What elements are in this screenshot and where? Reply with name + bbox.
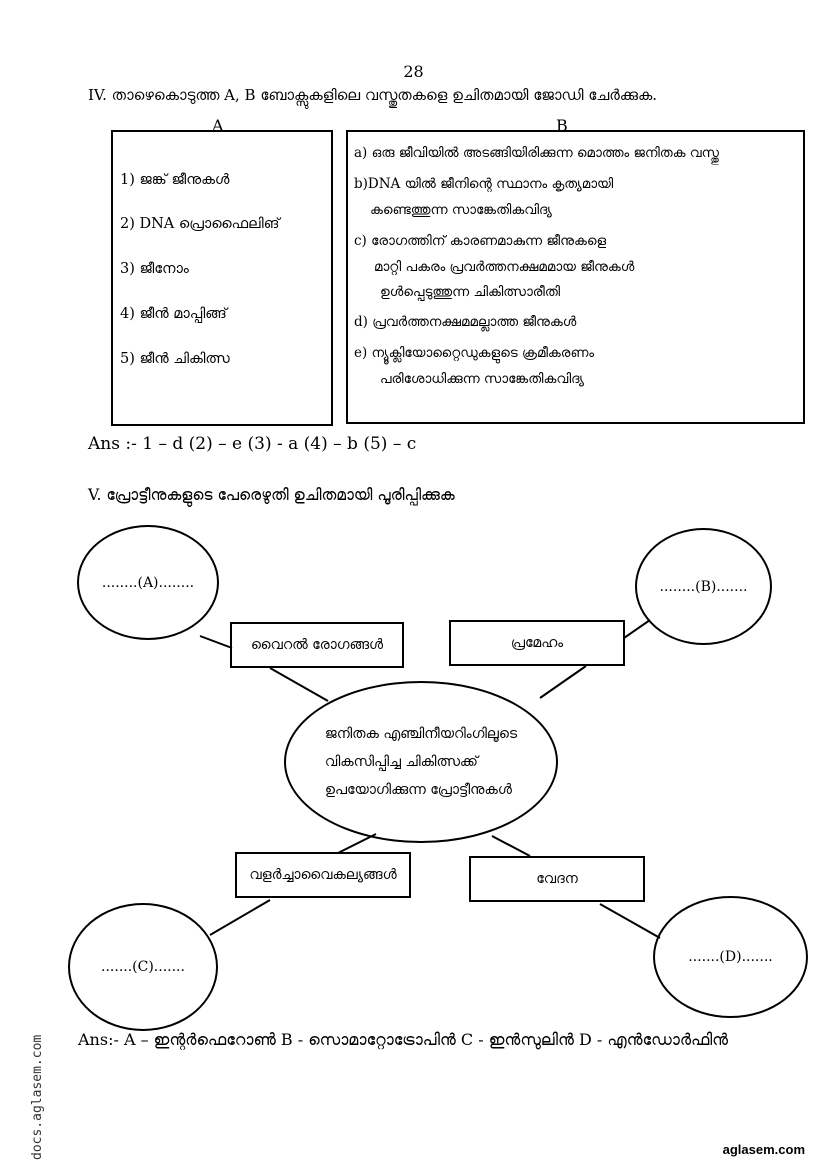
connector-viral-center	[269, 667, 329, 702]
connector-growth-c	[209, 899, 271, 936]
list-item: ഉൾപ്പെടുത്തുന്ന ചികിത്സാരീതി	[380, 284, 561, 300]
pain-box: വേദന	[469, 856, 645, 902]
list-item: c) രോഗത്തിന് കാരണമാകുന്ന ജീനുകളെ	[354, 233, 607, 249]
blank-d: .......(D).......	[688, 949, 773, 965]
blank-a: ........(A)........	[101, 574, 195, 591]
column-b-box: a) ഒരു ജീവിയിൽ അടങ്ങിയിരിക്കുന്ന മൊത്തം …	[346, 130, 805, 424]
connector-b	[623, 619, 651, 639]
list-item: d) പ്രവർത്തനക്ഷമമല്ലാത്ത ജീനുകൾ	[354, 314, 577, 330]
blank-a-ellipse: ........(A)........	[77, 525, 219, 640]
blank-b: ........(B).......	[659, 578, 748, 595]
connector-a	[199, 635, 233, 649]
list-item: b)DNA യിൽ ജീനിന്റെ സ്ഥാനം കൃത്യമായി	[354, 176, 614, 192]
answer-iv: Ans :- 1 – d (2) – e (3) - a (4) – b (5)…	[88, 434, 417, 454]
question-v: V. പ്രോട്ടീനുകളുടെ പേരെഴുതി ഉചിതമായി പൂര…	[88, 486, 455, 504]
connector-center-pain	[491, 835, 531, 857]
blank-c: .......(C).......	[101, 959, 185, 975]
list-item: കണ്ടെത്തുന്ന സാങ്കേതികവിദ്യ	[370, 202, 552, 218]
connector-pain-d	[599, 903, 661, 939]
page-number: 28	[403, 62, 424, 81]
pain-label: വേദന	[536, 871, 578, 887]
connector-diabetes-center	[539, 665, 587, 699]
question-iv: IV. താഴെകൊടുത്ത A, B ബോക്സുകളിലെ വസ്തുതക…	[88, 86, 658, 104]
viral-diseases-box: വൈറൽ രോഗങ്ങൾ	[230, 622, 404, 668]
center-line: ജനിതക എഞ്ചിനീയറിംഗിലൂടെ	[324, 726, 518, 742]
diabetes-label: പ്രമേഹം	[510, 635, 564, 651]
column-a-box: 1) ജങ്ക് ജീനുകൾ 2) DNA പ്രൊഫൈലിങ് 3) ജീന…	[111, 130, 333, 426]
list-item: 5) ജീൻ ചികിത്സ	[120, 351, 230, 367]
center-text: ജനിതക എഞ്ചിനീയറിംഗിലൂടെ വികസിപ്പിച്ച ചിക…	[325, 720, 517, 804]
center-line: ഉപയോഗിക്കുന്ന പ്രോട്ടീനുകൾ	[324, 782, 512, 798]
corner-watermark: aglasem.com	[722, 1142, 805, 1157]
diabetes-box: പ്രമേഹം	[449, 620, 625, 666]
list-item: മാറ്റി പകരം പ്രവർത്തനക്ഷമമായ ജീനുകൾ	[374, 259, 635, 275]
list-item: 3) ജീനോം	[120, 261, 189, 277]
list-item: 1) ജങ്ക് ജീനുകൾ	[120, 172, 230, 188]
list-item: 2) DNA പ്രൊഫൈലിങ്	[120, 216, 280, 232]
list-item: 4) ജീൻ മാപ്പിങ്ങ്	[120, 306, 227, 322]
list-item: a) ഒരു ജീവിയിൽ അടങ്ങിയിരിക്കുന്ന മൊത്തം …	[354, 145, 719, 161]
list-item: e) ന്യൂക്ലിയോറ്റൈഡുകളുടെ ക്രമീകരണം	[354, 345, 594, 361]
center-line: വികസിപ്പിച്ച ചികിത്സക്ക്	[324, 754, 478, 770]
list-item: പരിശോധിക്കുന്ന സാങ്കേതികവിദ്യ	[380, 371, 584, 387]
column-a-heading: A	[212, 116, 224, 135]
answer-v: Ans:- A – ഇന്റർഫെറോൺ B - സൊമാറ്റോട്രോപിൻ…	[78, 1030, 729, 1049]
column-b-heading: B	[556, 116, 568, 135]
center-ellipse: ജനിതക എഞ്ചിനീയറിംഗിലൂടെ വികസിപ്പിച്ച ചിക…	[284, 681, 558, 843]
blank-c-ellipse: .......(C).......	[68, 903, 218, 1031]
blank-d-ellipse: .......(D).......	[653, 896, 808, 1018]
blank-b-ellipse: ........(B).......	[635, 528, 772, 645]
growth-disorders-box: വളർച്ചാവൈകല്യങ്ങൾ	[235, 852, 411, 898]
side-watermark: docs.aglasem.com	[30, 1034, 45, 1160]
viral-diseases-label: വൈറൽ രോഗങ്ങൾ	[250, 637, 384, 653]
growth-disorders-label: വളർച്ചാവൈകല്യങ്ങൾ	[249, 867, 397, 883]
